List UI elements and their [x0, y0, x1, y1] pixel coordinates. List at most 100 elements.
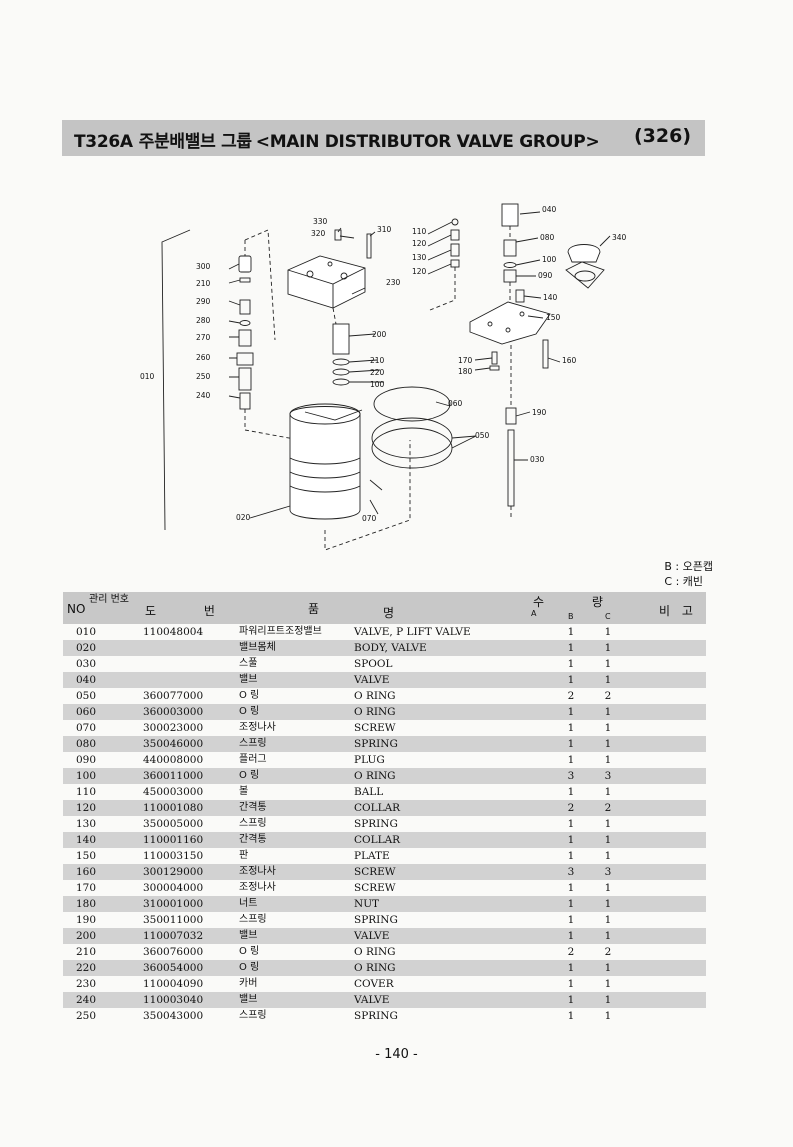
qty-b-cell: 1 [567, 754, 575, 766]
callout-label: 240 [196, 391, 211, 400]
english-name-cell: SPRING [354, 738, 398, 750]
qty-b-cell: 2 [567, 690, 575, 702]
drawing-number-cell: 360003000 [143, 706, 204, 718]
callout-label: 230 [386, 278, 401, 287]
qty-c-cell: 1 [604, 834, 612, 846]
callout-label: 180 [458, 367, 473, 376]
english-name-cell: NUT [354, 898, 380, 910]
callout-label: 120 [412, 239, 427, 248]
qty-c-cell: 2 [604, 690, 612, 702]
header-qty-a: A [531, 609, 537, 618]
qty-c-cell: 1 [604, 738, 612, 750]
korean-name-cell: 스풀 [239, 658, 258, 669]
english-name-cell: O RING [354, 706, 396, 718]
english-name-cell: BALL [354, 786, 384, 798]
header-no: NO [67, 602, 86, 616]
qty-c-cell: 1 [604, 706, 612, 718]
callout-label: 070 [362, 514, 377, 523]
drawing-number-cell: 440008000 [143, 754, 204, 766]
title-english: <MAIN DISTRIBUTOR VALVE GROUP> [255, 132, 600, 152]
legend: B : 오픈캡 C : 캐빈 [664, 559, 713, 589]
drawing-number-cell: 360011000 [143, 770, 204, 782]
part-number-cell: 020 [76, 642, 97, 654]
qty-b-cell: 2 [567, 946, 575, 958]
english-name-cell: PLATE [354, 850, 390, 862]
callout-label: 300 [196, 262, 211, 271]
part-number-cell: 070 [76, 722, 97, 734]
qty-c-cell: 1 [604, 882, 612, 894]
korean-name-cell: 판 [239, 850, 249, 861]
english-name-cell: VALVE [354, 994, 390, 1006]
qty-b-cell: 1 [567, 962, 575, 974]
part-number-cell: 100 [76, 770, 97, 782]
header-quantity: 수 량 [533, 595, 625, 609]
part-number-cell: 200 [76, 930, 97, 942]
qty-c-cell: 3 [604, 866, 612, 878]
korean-name-cell: 카버 [239, 978, 258, 989]
english-name-cell: VALVE, P LIFT VALVE [354, 626, 471, 638]
korean-name-cell: 플러그 [239, 754, 267, 765]
callout-label: 150 [546, 313, 561, 322]
qty-b-cell: 1 [567, 722, 575, 734]
part-number-cell: 120 [76, 802, 97, 814]
qty-b-cell: 1 [567, 930, 575, 942]
drawing-number-cell: 350011000 [143, 914, 204, 926]
korean-name-cell: 간격통 [239, 834, 267, 845]
callout-label: 220 [370, 368, 385, 377]
qty-b-cell: 1 [567, 978, 575, 990]
korean-name-cell: 조정나사 [239, 722, 276, 733]
english-name-cell: SCREW [354, 882, 396, 894]
exploded-view-diagram: 330 320 310 110 120 130 120 040 080 100 … [140, 203, 627, 551]
callout-label: 170 [458, 356, 473, 365]
part-number-cell: 210 [76, 946, 97, 958]
header-item: 품 [308, 602, 320, 616]
qty-c-cell: 1 [604, 978, 612, 990]
callout-label: 100 [370, 380, 385, 389]
callout-label: 080 [540, 233, 555, 242]
english-name-cell: VALVE [354, 674, 390, 686]
callout-label: 110 [412, 227, 427, 236]
english-name-cell: O RING [354, 946, 396, 958]
korean-name-cell: 밸브 [239, 994, 258, 1005]
qty-c-cell: 1 [604, 818, 612, 830]
title-korean: 주분배밸브 그룹 [138, 132, 252, 152]
callout-label: 210 [196, 279, 211, 288]
qty-b-cell: 1 [567, 626, 575, 638]
callout-label: 310 [377, 225, 392, 234]
part-number-cell: 220 [76, 962, 97, 974]
korean-name-cell: O 링 [239, 770, 260, 781]
callout-label: 050 [475, 431, 490, 440]
qty-c-cell: 3 [604, 770, 612, 782]
korean-name-cell: 파워리프트조정밸브 [239, 626, 322, 637]
part-number-cell: 140 [76, 834, 97, 846]
drawing-number-cell: 110007032 [143, 930, 204, 942]
part-number-cell: 010 [76, 626, 97, 638]
qty-b-cell: 1 [567, 706, 575, 718]
qty-b-cell: 2 [567, 802, 575, 814]
english-name-cell: PLUG [354, 754, 385, 766]
qty-b-cell: 1 [567, 786, 575, 798]
korean-name-cell: 스프링 [239, 1010, 267, 1021]
qty-c-cell: 1 [604, 722, 612, 734]
part-number-cell: 110 [76, 786, 97, 798]
qty-c-cell: 1 [604, 962, 612, 974]
korean-name-cell: 너트 [239, 898, 258, 909]
part-number-cell: 170 [76, 882, 97, 894]
drawing-number-cell: 110003040 [143, 994, 204, 1006]
qty-b-cell: 1 [567, 882, 575, 894]
korean-name-cell: 스프링 [239, 914, 267, 925]
english-name-cell: VALVE [354, 930, 390, 942]
drawing-number-cell: 360077000 [143, 690, 204, 702]
